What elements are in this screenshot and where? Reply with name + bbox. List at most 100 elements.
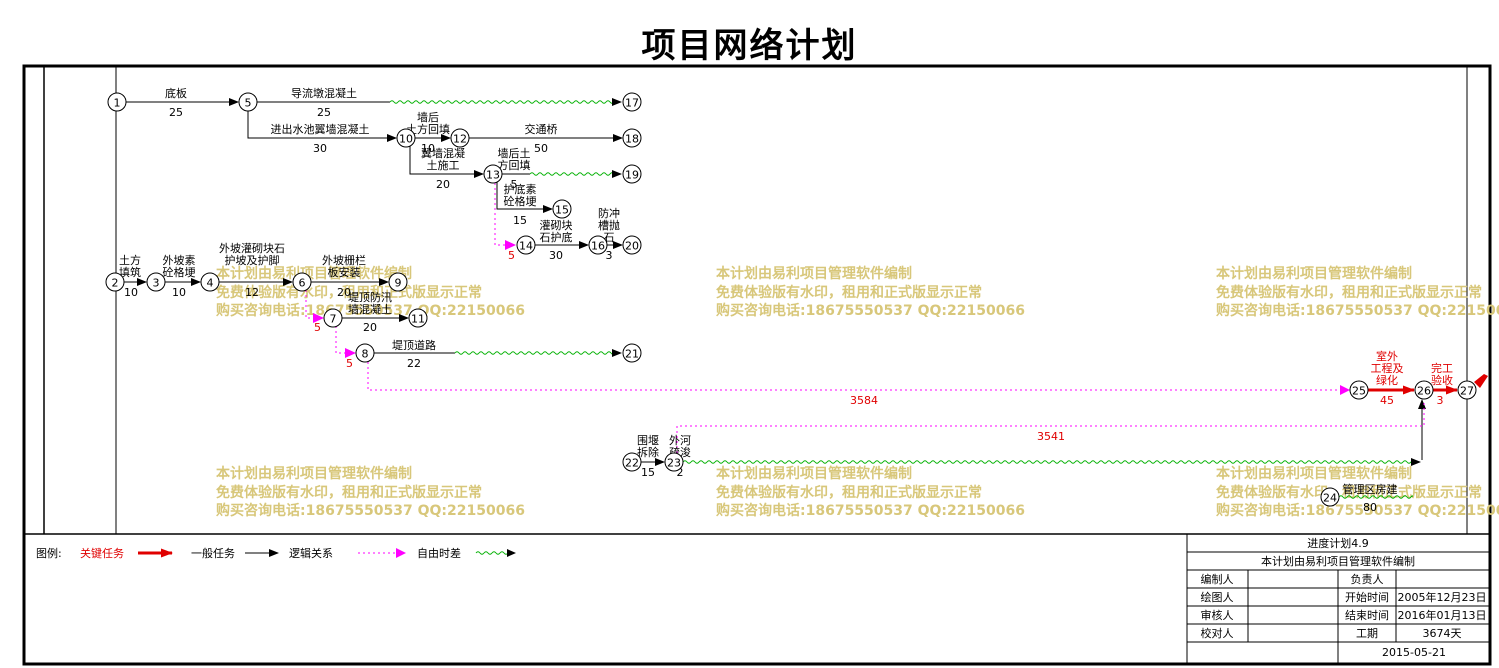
- svg-text:自由时差: 自由时差: [417, 546, 461, 560]
- watermark-line3: 购买咨询电话:18675550537 QQ:22150066: [1216, 302, 1499, 319]
- node-17: 17: [622, 92, 642, 112]
- node-4: 4: [200, 272, 220, 292]
- node-11: 11: [408, 308, 428, 328]
- node-18: 18: [622, 128, 642, 148]
- task-name: 方回填: [498, 158, 531, 172]
- svg-text:5: 5: [346, 357, 353, 370]
- node-8: 8: [355, 343, 375, 363]
- task-name: 外坡素: [163, 254, 196, 267]
- svg-text:绘图人: 绘图人: [1201, 590, 1234, 604]
- node-20: 20: [622, 235, 642, 255]
- task-name: 砼格埂: [163, 265, 196, 279]
- task-name: 板安装: [328, 265, 361, 279]
- svg-text:27: 27: [1460, 385, 1474, 398]
- task-name: 墙后: [417, 110, 439, 124]
- task-name: 土方回填: [406, 122, 450, 136]
- task-name: 工程及: [1371, 362, 1404, 375]
- task-name: 底板: [165, 86, 187, 100]
- watermark-line3: 购买咨询电话:18675550537 QQ:22150066: [216, 302, 525, 319]
- svg-text:7: 7: [330, 313, 337, 326]
- task-label: 进出水池翼墙混凝土 30: [271, 122, 370, 155]
- svg-text:5: 5: [245, 97, 252, 110]
- node-13: 13: [483, 164, 503, 184]
- task-duration: 10: [421, 142, 435, 155]
- task-duration: 15: [513, 214, 527, 227]
- node-26: 26: [1414, 380, 1434, 400]
- svg-text:8: 8: [362, 348, 369, 361]
- svg-text:5: 5: [314, 321, 321, 334]
- task-name: 外河: [669, 434, 691, 447]
- node-23: 23: [664, 452, 684, 472]
- watermark-line3: 购买咨询电话:18675550537 QQ:22150066: [216, 502, 525, 519]
- task-duration: 30: [549, 249, 563, 262]
- general-arrows: [124, 98, 1426, 466]
- svg-text:22: 22: [625, 457, 639, 470]
- task-name: 堤顶道路: [392, 338, 436, 352]
- node-7: 7: [323, 308, 343, 328]
- task-name: 石: [604, 231, 615, 244]
- task-duration: 45: [1380, 394, 1394, 407]
- svg-text:3584: 3584: [850, 394, 878, 407]
- node-14: 14: [516, 235, 536, 255]
- svg-text:21: 21: [625, 348, 639, 361]
- svg-text:19: 19: [625, 169, 639, 182]
- info-table: [1186, 534, 1490, 664]
- svg-text:关键任务: 关键任务: [80, 546, 124, 560]
- svg-text:9: 9: [395, 277, 402, 290]
- task-labels: 底板25导流墩混凝土25进出水池翼墙混凝土30墙后土方回填10交通桥50翼墙混凝…: [119, 86, 1453, 514]
- task-name: 管理区房建: [1343, 482, 1398, 496]
- task-name: 土施工: [427, 159, 460, 172]
- node-10: 10: [396, 128, 416, 148]
- svg-text:审核人: 审核人: [1201, 608, 1234, 622]
- task-name: 护底素: [504, 182, 537, 196]
- watermark-line2: 免费体验版有水印，租用和正式版显示正常: [716, 484, 982, 501]
- task-name: 土方: [119, 253, 141, 267]
- watermark-line3: 购买咨询电话:18675550537 QQ:22150066: [716, 302, 1025, 319]
- watermark-line2: 免费体验版有水印，租用和正式版显示正常: [1216, 284, 1482, 301]
- task-name: 槽抛: [598, 218, 620, 232]
- float-labels: 5 5 5 3584 3541: [314, 249, 1065, 443]
- svg-text:5: 5: [508, 249, 515, 262]
- task-duration: 12: [245, 286, 259, 299]
- node-6: 6: [292, 272, 312, 292]
- logic-arrowheads: [313, 240, 1350, 395]
- svg-text:2: 2: [112, 277, 119, 290]
- task-name: 墙混凝土: [348, 302, 392, 316]
- svg-text:校对人: 校对人: [1201, 626, 1234, 640]
- node-19: 19: [622, 164, 642, 184]
- svg-text:20: 20: [625, 240, 639, 253]
- task-duration: 3: [1437, 394, 1444, 407]
- svg-text:11: 11: [411, 313, 425, 326]
- watermark-line2: 免费体验版有水印，租用和正式版显示正常: [216, 484, 482, 501]
- svg-text:工期: 工期: [1356, 627, 1378, 640]
- svg-text:6: 6: [299, 277, 306, 290]
- node-24: 24: [1320, 487, 1340, 507]
- svg-text:编制人: 编制人: [1201, 572, 1234, 586]
- watermark-line2: 免费体验版有水印，租用和正式版显示正常: [716, 284, 982, 301]
- task-name: 外坡灌砌块石: [219, 242, 285, 255]
- svg-text:26: 26: [1417, 385, 1431, 398]
- task-name: 完工: [1431, 361, 1453, 375]
- node-25: 25: [1349, 380, 1369, 400]
- watermarks: 本计划由易利项目管理软件编制 免费体验版有水印，租用和正式版显示正常 购买咨询电…: [216, 265, 1499, 519]
- task-name: 砼格埂: [504, 194, 537, 208]
- legend: 图例: 关键任务 一般任务 逻辑关系 自由时差: [36, 546, 516, 560]
- task-name: 进出水池翼墙混凝土: [271, 122, 370, 136]
- task-duration: 80: [1363, 501, 1377, 514]
- node-27: 27: [1457, 380, 1477, 400]
- task-name: 绿化: [1376, 373, 1398, 387]
- task-duration: 20: [363, 321, 377, 334]
- task-name: 灌砌块: [540, 219, 573, 232]
- svg-text:23: 23: [667, 457, 681, 470]
- task-duration: 30: [313, 142, 327, 155]
